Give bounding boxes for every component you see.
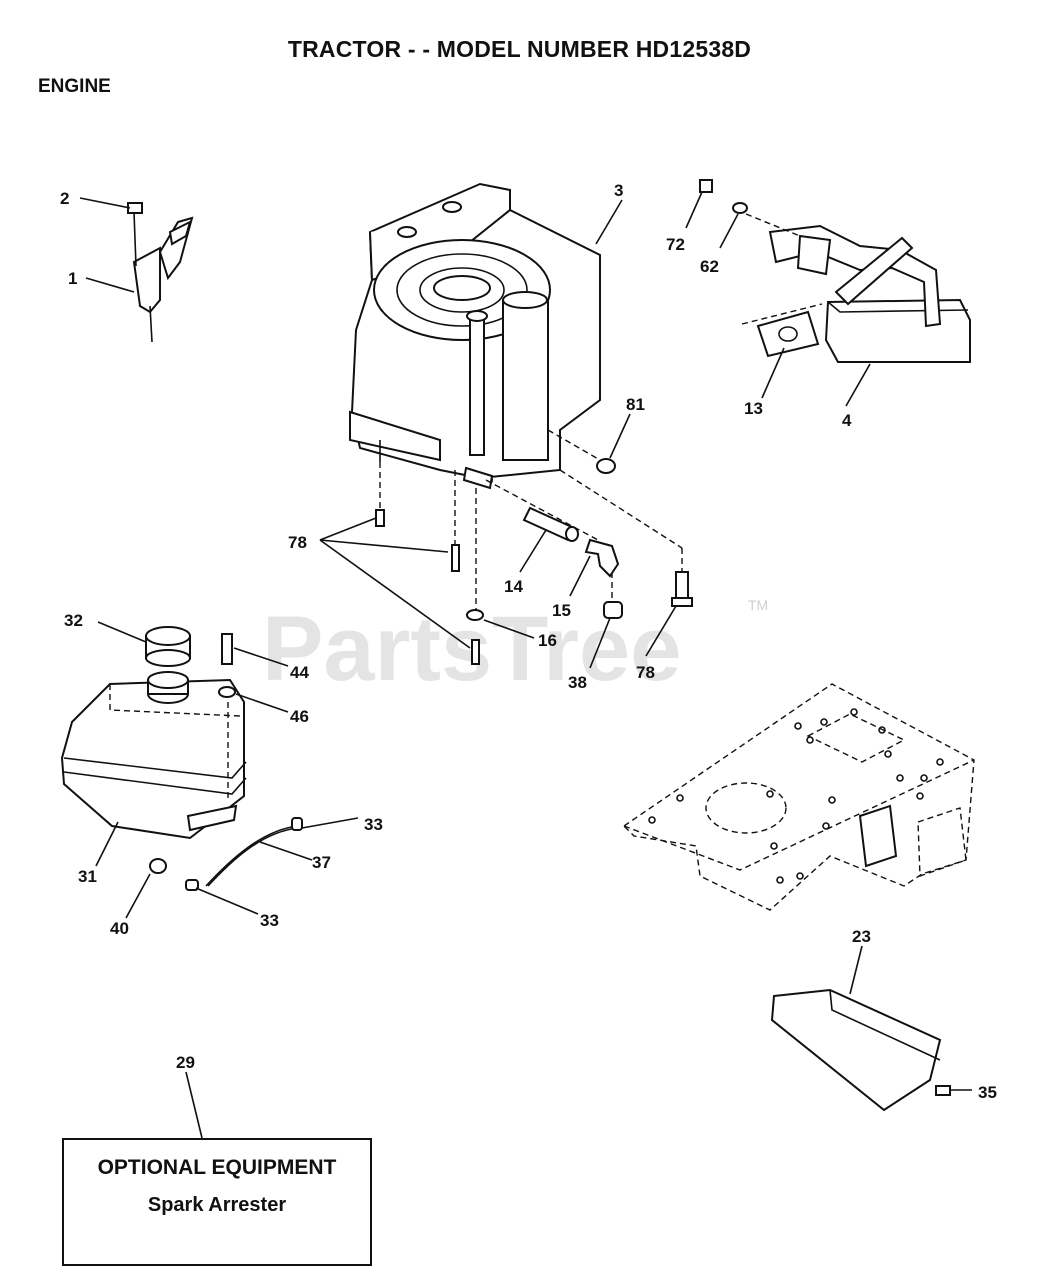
callout-15: 15 [552, 601, 571, 620]
callout-16: 16 [538, 631, 557, 650]
optional-equipment-heading: OPTIONAL EQUIPMENT [97, 1156, 337, 1179]
callout-46: 46 [290, 707, 309, 726]
optional-equipment-box: OPTIONAL EQUIPMENT Spark Arrester [62, 1138, 372, 1266]
leader-lines [79, 191, 972, 1139]
callout-1: 1 [68, 269, 77, 288]
bolt-72[interactable] [699, 179, 713, 193]
callout-13: 13 [744, 399, 763, 418]
callout-78-right: 78 [636, 663, 655, 682]
lockwasher-62[interactable] [732, 202, 748, 214]
hose-clamp-upper[interactable] [291, 817, 303, 831]
callout-78-left: 78 [288, 533, 307, 552]
fuel-cap[interactable] [145, 626, 191, 667]
drain-elbow[interactable] [584, 538, 620, 578]
callout-40: 40 [110, 919, 129, 938]
callout-38: 38 [568, 673, 587, 692]
washer-16[interactable] [466, 609, 484, 621]
grommet-40[interactable] [149, 858, 167, 874]
callout-14: 14 [504, 577, 523, 596]
callout-35: 35 [978, 1083, 997, 1102]
callout-31: 31 [78, 867, 97, 886]
washer-46[interactable] [218, 686, 236, 698]
drain-cap[interactable] [603, 601, 623, 619]
callout-23: 23 [852, 927, 871, 946]
callout-81: 81 [626, 395, 645, 414]
optional-equipment-item: Spark Arrester [147, 1194, 287, 1216]
callout-37: 37 [312, 853, 331, 872]
callout-33-upper: 33 [364, 815, 383, 834]
exhaust-flange[interactable] [796, 234, 832, 276]
watermark-tm: TM [748, 597, 768, 613]
callout-4: 4 [842, 411, 852, 430]
tractor-frame [622, 683, 975, 911]
shield-23[interactable] [770, 988, 942, 1112]
callout-72: 72 [666, 235, 685, 254]
oil-drain-extension[interactable] [522, 506, 579, 542]
hose-clamp-lower[interactable] [185, 879, 199, 891]
screw-35[interactable] [935, 1085, 951, 1096]
fuel-line[interactable] [205, 825, 299, 887]
nut-81[interactable] [596, 458, 616, 474]
screw-44[interactable] [221, 633, 233, 665]
section-title: ENGINE [38, 76, 111, 97]
callout-3: 3 [614, 181, 623, 200]
throttle-control[interactable] [127, 202, 194, 343]
callout-33-lower: 33 [260, 911, 279, 930]
callout-44: 44 [290, 663, 309, 682]
callout-62: 62 [700, 257, 719, 276]
callout-32: 32 [64, 611, 83, 630]
callout-29: 29 [176, 1053, 195, 1072]
engine-bolt[interactable] [375, 509, 693, 665]
fuel-tank[interactable] [60, 671, 247, 840]
gasket-13[interactable] [756, 310, 820, 358]
engine-block[interactable] [349, 182, 601, 490]
page-title: TRACTOR - - MODEL NUMBER HD12538D [287, 36, 752, 62]
callout-2: 2 [60, 189, 69, 208]
